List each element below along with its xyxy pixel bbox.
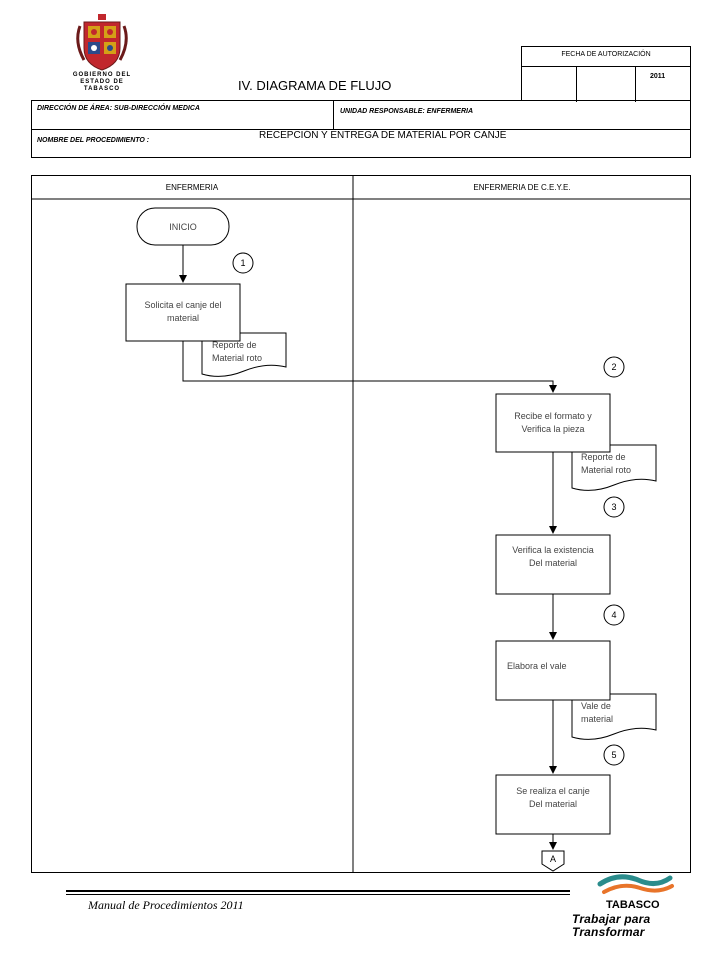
step5-line-2: Del material: [529, 799, 577, 809]
step-number-2-circle: [603, 356, 625, 378]
brand-name: TABASCO: [606, 899, 660, 911]
flow-diagram-box: ENFERMERIA ENFERMERIA DE C.E.Y.E.: [31, 175, 691, 873]
logo-caption-line-2: ESTADO DE: [80, 79, 124, 85]
authorization-year: 2011: [650, 73, 666, 80]
step-number-3: 3: [611, 502, 616, 512]
step-number-4-circle: [603, 604, 625, 626]
doc1-line-1: Reporte de: [212, 340, 257, 350]
doc4-line-1: Vale de: [581, 701, 611, 711]
auth-cell-month: [577, 67, 636, 102]
process-step-1: [125, 283, 241, 342]
area-label: DIRECCIÓN DE ÁREA: SUB-DIRECCIÓN MEDICA: [37, 105, 200, 112]
info-divider-vertical: [333, 101, 334, 129]
step-number-4: 4: [611, 610, 616, 620]
step3-line-1: Verifica la existencia: [512, 545, 594, 555]
footer-rule-thick: [66, 890, 570, 892]
off-page-connector: [541, 850, 565, 872]
process-step-2: [495, 393, 611, 453]
logo-caption-line-1: GOBIERNO DEL: [72, 72, 132, 78]
connector-label: A: [550, 854, 556, 864]
doc1-line-2: Material roto: [212, 353, 262, 363]
doc2-line-2: Material roto: [581, 465, 631, 475]
procedure-name: RECEPCIÓN Y ENTREGA DE MATERIAL POR CANJ…: [259, 130, 507, 141]
tabasco-brand-logo: [578, 870, 688, 930]
lane-header-ceye: ENFERMERIA DE C.E.Y.E.: [473, 183, 571, 192]
lane-header-enfermeria: ENFERMERIA: [165, 183, 219, 192]
step-number-2: 2: [611, 362, 616, 372]
brand-slogan: Trabajar para Transformar: [572, 912, 651, 939]
step-number-1-circle: [232, 252, 254, 274]
process-step-3: [495, 534, 611, 595]
step3-line-2: Del material: [529, 558, 577, 568]
step-number-5: 5: [611, 750, 616, 760]
doc2-line-1: Reporte de: [581, 452, 626, 462]
step4-line-1: Elabora el vale: [507, 661, 567, 671]
arrow-step1-to-step2: [182, 341, 557, 393]
step-number-3-circle: [603, 496, 625, 518]
step2-line-1: Recibe el formato y: [514, 411, 592, 421]
state-coat-of-arms-logo: [62, 12, 142, 97]
step1-line-2: material: [167, 313, 199, 323]
step5-line-1: Se realiza el canje: [516, 786, 590, 796]
document-vale: [571, 693, 657, 740]
procedure-name-label: NOMBRE DEL PROCEDIMIENTO :: [37, 137, 150, 144]
procedure-info-box: DIRECCIÓN DE ÁREA: SUB-DIRECCIÓN MEDICA …: [31, 100, 691, 158]
process-step-4: [495, 640, 611, 701]
logo-caption-line-3: TABASCO: [83, 86, 121, 92]
auth-cell-day: [522, 67, 577, 102]
page-title: IV. DIAGRAMA DE FLUJO: [238, 78, 392, 93]
authorization-date-label: FECHA DE AUTORIZACIÓN: [561, 51, 651, 58]
document-reporte-2: [571, 444, 657, 491]
authorization-date-row: 2011: [522, 66, 690, 102]
step-number-5-circle: [603, 744, 625, 766]
step-number-1: 1: [240, 258, 245, 268]
doc4-line-2: material: [581, 714, 613, 724]
start-label: INICIO: [169, 222, 197, 232]
step1-line-1: Solicita el canje del: [144, 300, 221, 310]
document-reporte-1: [201, 332, 287, 377]
process-step-5: [495, 774, 611, 835]
step2-line-2: Verifica la pieza: [521, 424, 584, 434]
footer-manual-title: Manual de Procedimientos 2011: [88, 898, 244, 912]
info-divider-horizontal: [32, 129, 690, 130]
responsible-unit-label: UNIDAD RESPONSABLE: ENFERMERIA: [340, 108, 474, 115]
footer-rule-thin: [66, 894, 570, 895]
